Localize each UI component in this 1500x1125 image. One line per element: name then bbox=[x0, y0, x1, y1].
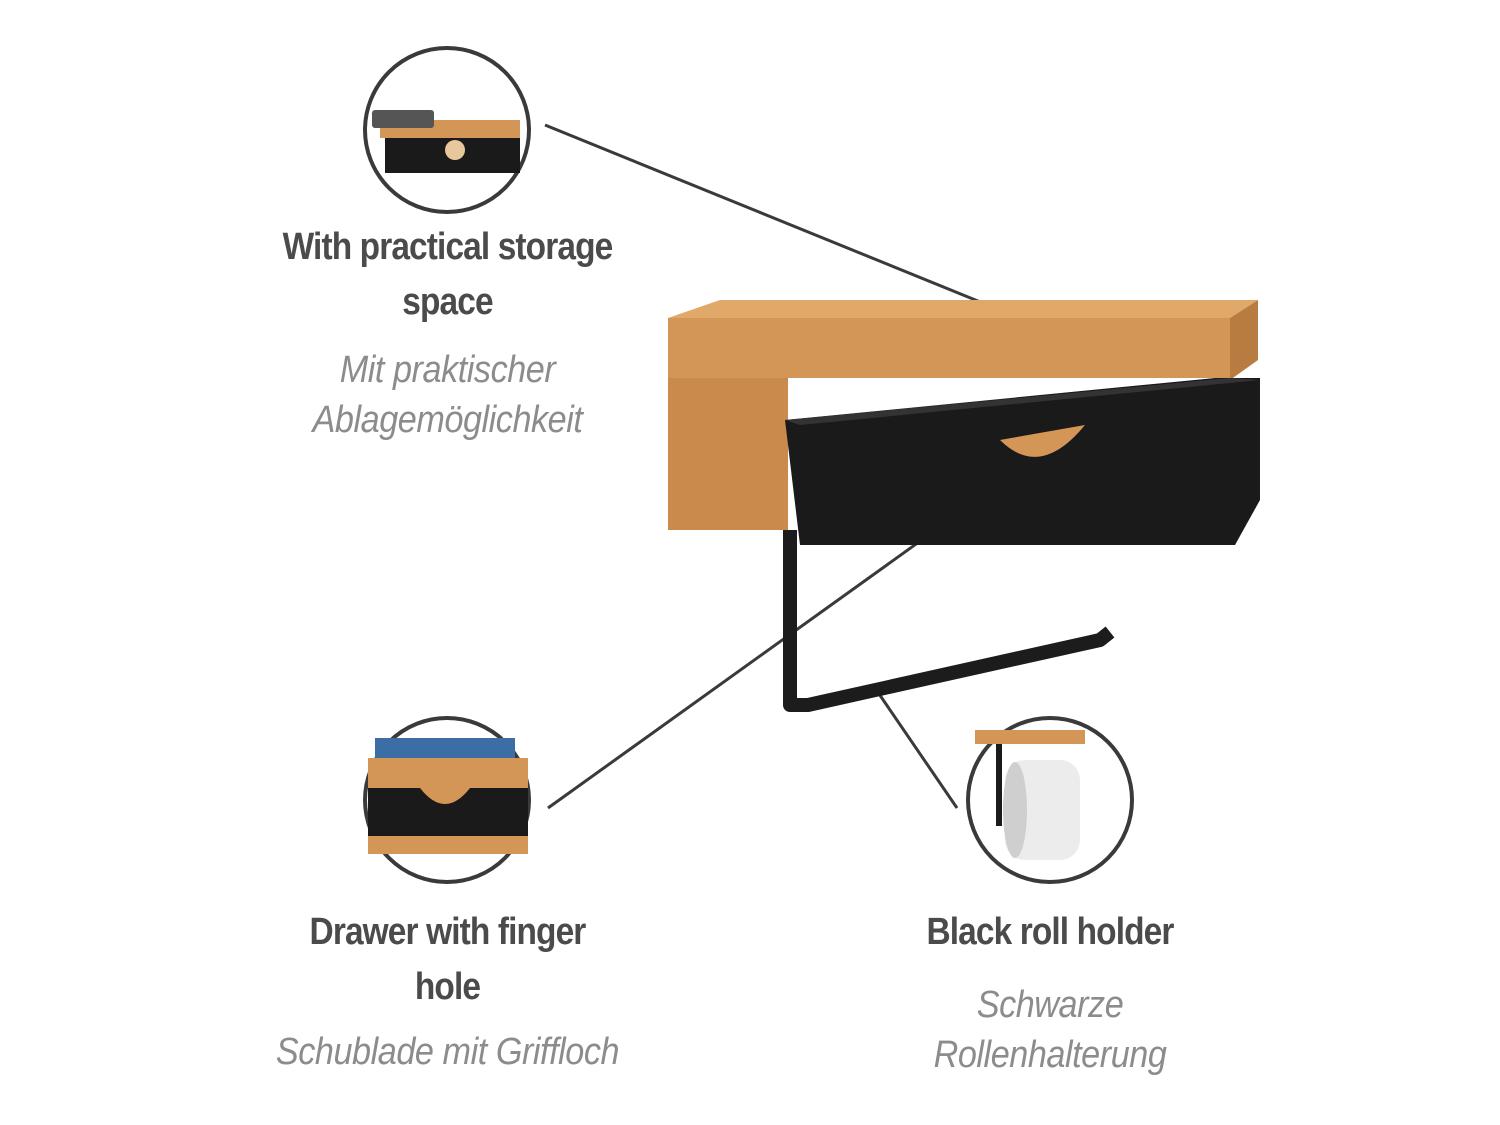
feature-roll-title: Black roll holder bbox=[926, 911, 1174, 953]
feature-roll-subtitle-line2: Rollenhalterung bbox=[933, 1034, 1167, 1076]
feature-storage: With practical storage space Mit praktis… bbox=[200, 220, 695, 445]
feature-drawer: Drawer with finger hole Schublade mit Gr… bbox=[200, 905, 695, 1077]
shelf bbox=[668, 300, 1258, 530]
feature-roll-holder: Black roll holder Schwarze Rollenhalteru… bbox=[850, 905, 1250, 1080]
detail-circle-storage bbox=[363, 46, 531, 214]
drawer bbox=[785, 378, 1260, 545]
detail-circle-drawer bbox=[363, 716, 531, 884]
feature-drawer-title-line1: Drawer with finger bbox=[309, 911, 587, 953]
feature-storage-subtitle-line2: Ablagemöglichkeit bbox=[312, 399, 583, 441]
feature-storage-subtitle-line1: Mit praktischer bbox=[339, 349, 556, 391]
feature-drawer-title-line2: hole bbox=[414, 966, 481, 1008]
detail-circle-roll bbox=[966, 716, 1134, 884]
feature-drawer-subtitle: Schublade mit Griffloch bbox=[275, 1031, 620, 1073]
roll-holder bbox=[783, 530, 1115, 712]
feature-storage-title-line1: With practical storage bbox=[282, 226, 614, 268]
feature-roll-subtitle-line1: Schwarze bbox=[976, 984, 1124, 1026]
feature-storage-title-line2: space bbox=[402, 281, 493, 323]
